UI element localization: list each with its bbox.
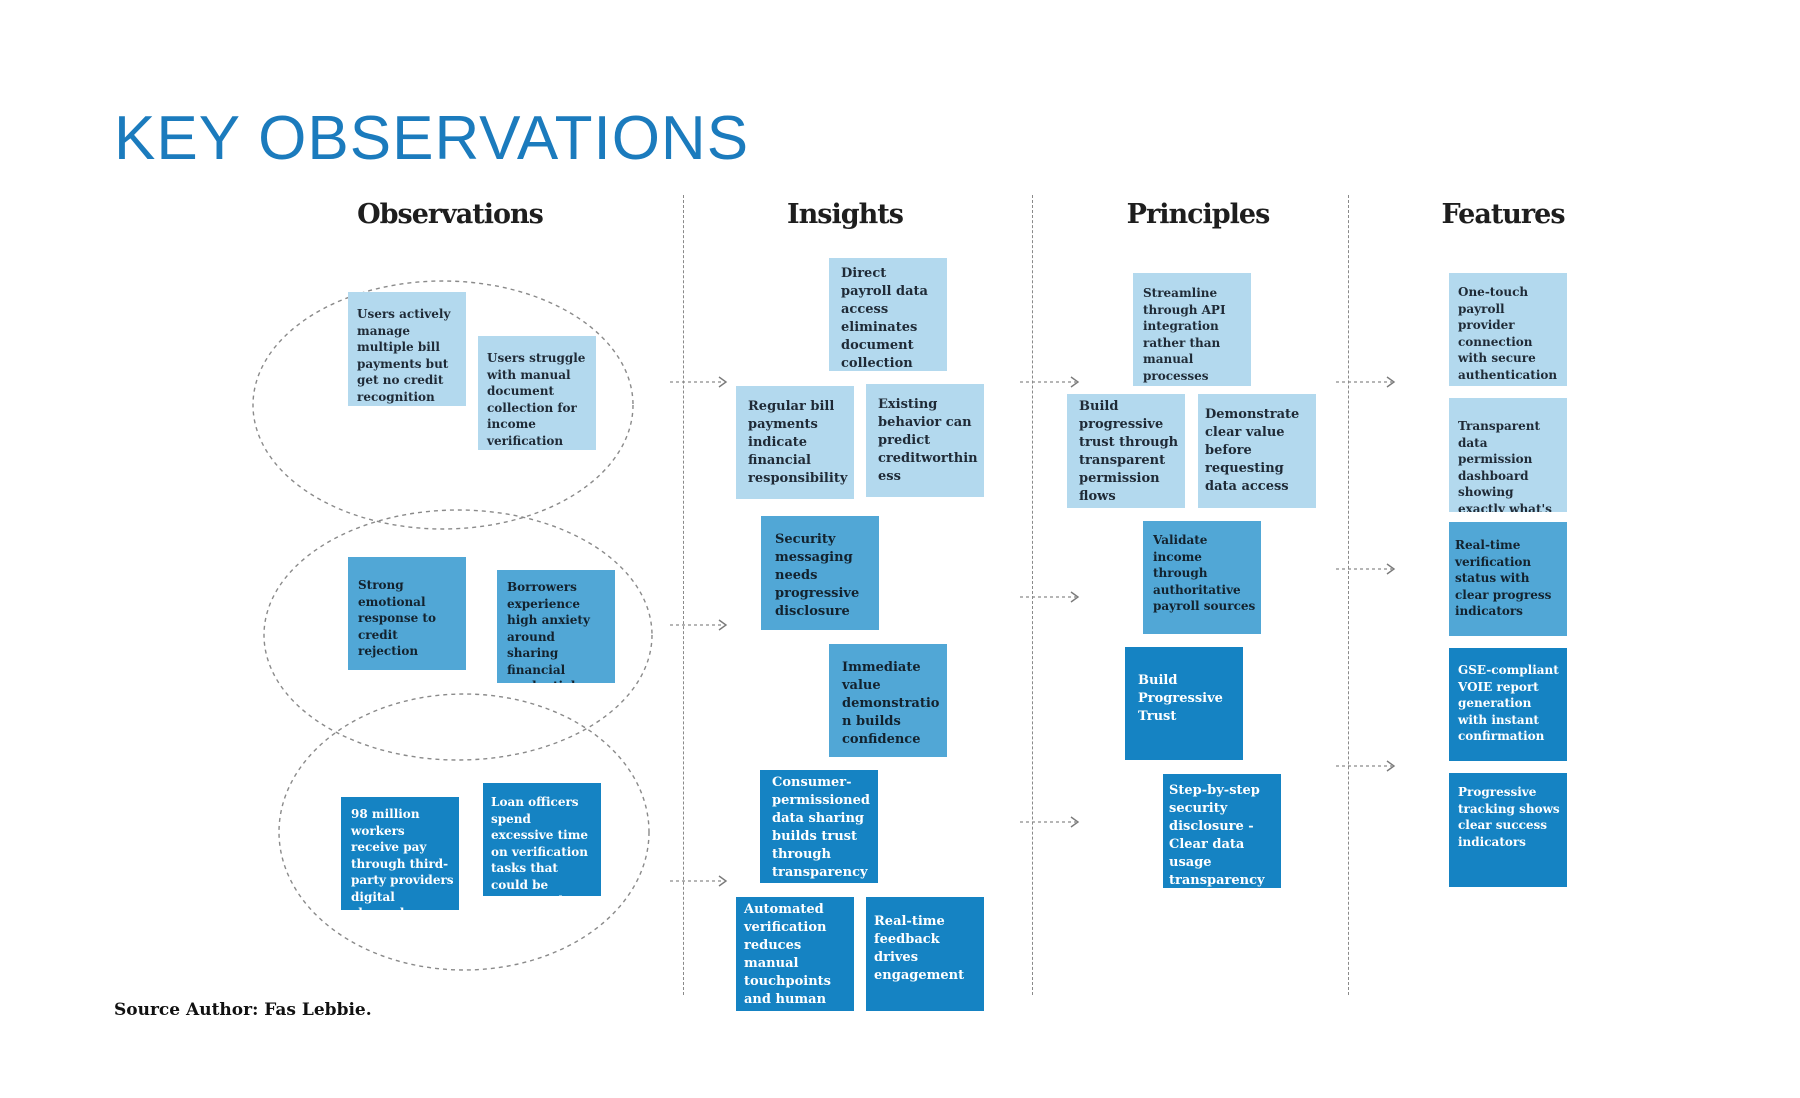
principle-note: Validate income through authoritative pa… [1143,521,1261,634]
column-divider-1 [683,195,684,995]
principle-note: Streamline through API integration rathe… [1133,273,1251,386]
observation-note: Users actively manage multiple bill paym… [348,292,466,406]
feature-note: Real-time verification status with clear… [1449,522,1567,636]
principle-note: Build progressive trust through transpar… [1067,394,1185,508]
feature-note: One-touch payroll provider connection wi… [1449,273,1567,386]
arrow-head-icon [1070,376,1080,388]
principle-note: Build Progressive Trust [1125,647,1243,760]
column-header-features: Features [1441,199,1565,230]
observation-note: Loan officers spend excessive time on ve… [483,783,601,896]
insight-note: Existing behavior can predict creditwort… [866,384,984,497]
insight-note: Real-time feedback drives engagement [866,897,984,1011]
arrow-head-icon [1386,376,1396,388]
column-header-principles: Principles [1126,199,1271,230]
observation-cluster-1 [252,280,634,530]
column-divider-2 [1032,195,1033,995]
column-header-insights: Insights [787,199,904,230]
insight-note: Immediate value demonstration builds con… [829,644,947,757]
observation-cluster-3 [278,693,650,971]
insight-note: Consumer-permissioned data sharing build… [760,770,878,883]
arrow-head-icon [1386,760,1396,772]
observation-note: Borrowers experience high anxiety around… [497,570,615,683]
arrow-head-icon [718,875,728,887]
observation-note: Users struggle with manual document coll… [478,336,596,450]
arrow-head-icon [1070,591,1080,603]
page-title: KEY OBSERVATIONS [114,104,750,173]
arrow-head-icon [1070,816,1080,828]
column-divider-3 [1348,195,1349,995]
insight-note: Security messaging needs progressive dis… [761,516,879,630]
observation-note: 98 million workers receive pay through t… [341,797,459,910]
insight-note: Regular bill payments indicate financial… [736,386,854,499]
insight-note: Direct payroll data access eliminates do… [829,258,947,371]
arrow-head-icon [718,376,728,388]
insight-note: Automated verification reduces manual to… [736,897,854,1011]
feature-note: GSE-compliant VOIE report generation wit… [1449,648,1567,761]
arrow-head-icon [718,619,728,631]
feature-note: Transparent data permission dashboard sh… [1449,398,1567,512]
principle-note: Step-by-step security disclosure - Clear… [1163,774,1281,888]
source-credit: Source Author: Fas Lebbie. [114,1000,372,1020]
observation-note: Strong emotional response to credit reje… [348,557,466,670]
principle-note: Demonstrate clear value before requestin… [1198,394,1316,508]
arrow-head-icon [1386,563,1396,575]
feature-note: Progressive tracking shows clear success… [1449,773,1567,887]
column-header-observations: Observations [357,199,544,230]
observation-cluster-2 [263,509,653,761]
